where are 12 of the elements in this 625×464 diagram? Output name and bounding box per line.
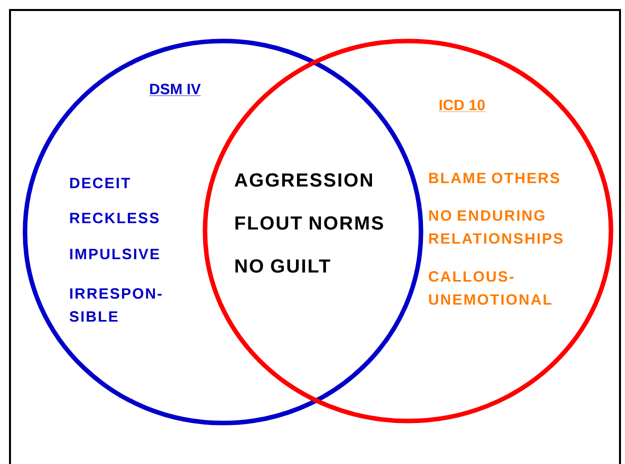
trait-text: CALLOUS- UNEMOTIONAL (428, 271, 552, 305)
trait-text: IRRESPON- SIBLE (70, 288, 162, 322)
shared-trait-text: NO GUILT (235, 259, 330, 273)
trait-text: IMPULSIVE (70, 248, 160, 260)
shared-trait-text: AGGRESSION (234, 173, 372, 187)
trait-text: NO ENDURING RELATIONSHIPS (429, 210, 563, 244)
trait-text: DECEIT (70, 178, 130, 188)
trait-text: BLAME OTHERS (429, 172, 560, 184)
trait-text: RECKLESS (70, 212, 159, 224)
shared-trait-text: FLOUT NORMS (235, 216, 383, 230)
set-heading: DSM IV (148, 84, 202, 96)
set-heading: ICD 10 (438, 100, 486, 112)
